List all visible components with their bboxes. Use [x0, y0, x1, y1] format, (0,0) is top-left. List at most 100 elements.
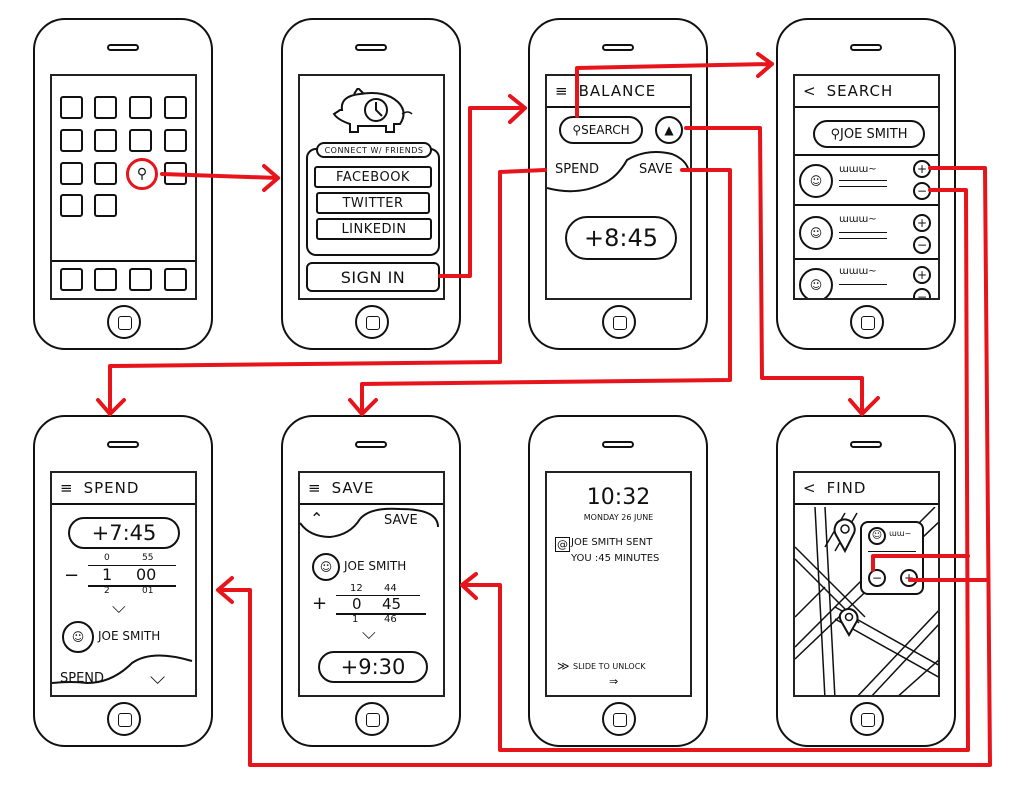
home-button[interactable]	[107, 702, 141, 736]
remove-button[interactable]: −	[913, 236, 931, 254]
app-icon[interactable]	[94, 194, 117, 217]
facebook-button[interactable]: FACEBOOK	[314, 166, 432, 188]
dock-icon[interactable]	[60, 268, 83, 291]
chevron-right-icon: ≫	[557, 659, 570, 673]
calc-input-hours[interactable]: 1	[102, 565, 113, 584]
add-button[interactable]: +	[900, 569, 918, 587]
add-button[interactable]: +	[913, 160, 931, 178]
result-row[interactable]: ☺ ɯɯɯ~ + −	[795, 208, 938, 260]
detail-line	[839, 186, 887, 187]
phone-lock-screen: 10:32 MONDAY 26 JUNE @ JOE SMITH SENT YO…	[528, 415, 708, 747]
search-icon: ⚲	[572, 123, 582, 137]
chevron-down-icon[interactable]: ⌵	[362, 623, 376, 644]
save-tab[interactable]: SAVE	[384, 513, 418, 528]
app-icon[interactable]	[94, 162, 117, 185]
operator: +	[312, 593, 328, 614]
search-query: JOE SMITH	[840, 126, 908, 142]
dock-icon[interactable]	[129, 268, 152, 291]
remove-button[interactable]: −	[868, 569, 886, 587]
home-button[interactable]	[107, 305, 141, 339]
find-header: < FIND	[795, 473, 938, 505]
app-icon[interactable]	[164, 129, 187, 152]
calc-result-hours: 2	[104, 586, 110, 596]
add-button[interactable]: +	[913, 266, 931, 284]
remove-button[interactable]: −	[913, 288, 931, 298]
divider	[336, 595, 420, 596]
compass-icon[interactable]: ▲	[655, 116, 683, 144]
back-icon[interactable]: <	[803, 479, 817, 497]
dock-icon[interactable]	[94, 268, 117, 291]
contact-name: JOE SMITH	[344, 559, 407, 573]
calc-input-hours[interactable]: 0	[352, 595, 362, 613]
notification-line[interactable]: YOU :45 MINUTES	[571, 553, 660, 564]
remove-button[interactable]: −	[913, 182, 931, 200]
linkedin-button[interactable]: LINKEDIN	[316, 218, 432, 240]
avatar: ☺	[799, 216, 833, 250]
chevron-down-icon[interactable]: ⌵	[112, 597, 126, 618]
slide-to-unlock[interactable]: SLIDE TO UNLOCK	[573, 662, 646, 671]
app-icon[interactable]	[129, 96, 152, 119]
app-icon[interactable]	[129, 129, 152, 152]
check-icon[interactable]: ⌵	[150, 665, 166, 689]
phone-login-screen: CONNECT W/ FRIENDS FACEBOOK TWITTER LINK…	[281, 18, 461, 350]
chevron-up-icon[interactable]: ⌃	[310, 509, 324, 528]
save-tab[interactable]: SAVE	[639, 162, 673, 177]
result-name-scribble: ɯɯɯ~	[839, 266, 877, 277]
spend-header: ≡ SPEND	[52, 473, 195, 505]
result-row[interactable]: ☺ ɯɯɯ~ + −	[795, 156, 938, 206]
back-icon[interactable]: <	[803, 82, 817, 100]
app-icon[interactable]	[94, 129, 117, 152]
menu-icon[interactable]: ≡	[555, 82, 569, 100]
spend-screen: ≡ SPEND +7:45 0 55 − 1 00 2 01 ⌵ ☺ JOE S…	[50, 471, 197, 697]
app-icon[interactable]	[164, 96, 187, 119]
connect-friends-label: CONNECT W/ FRIENDS	[316, 142, 432, 158]
avatar: ☺	[799, 268, 833, 298]
home-button[interactable]	[850, 305, 884, 339]
app-icon[interactable]	[94, 96, 117, 119]
app-icon[interactable]	[60, 129, 83, 152]
calc-input-minutes[interactable]: 45	[382, 595, 402, 613]
calc-result-minutes: 46	[384, 614, 397, 625]
app-icon[interactable]	[60, 96, 83, 119]
contact-name-scribble: ɯɯ~	[889, 529, 912, 538]
spend-tab[interactable]: SPEND	[555, 162, 600, 177]
notification-line[interactable]: JOE SMITH SENT	[571, 537, 653, 548]
home-button[interactable]	[602, 305, 636, 339]
menu-icon[interactable]: ≡	[308, 479, 322, 497]
search-button[interactable]: ⚲SEARCH	[559, 116, 643, 144]
avatar: ☺	[62, 621, 94, 653]
home-button[interactable]	[850, 702, 884, 736]
page-title: SPEND	[83, 479, 140, 497]
phone-spend-screen: ≡ SPEND +7:45 0 55 − 1 00 2 01 ⌵ ☺ JOE S…	[33, 415, 213, 747]
lock-time: 10:32	[586, 485, 651, 510]
menu-icon[interactable]: ≡	[60, 479, 74, 497]
detail-line	[839, 284, 887, 285]
search-app-icon[interactable]: ⚲	[126, 158, 158, 190]
phone-save-screen: ≡ SAVE ⌃ SAVE ☺ JOE SMITH 12 44 + 0 45 1…	[281, 415, 461, 747]
dock-icon[interactable]	[164, 268, 187, 291]
spend-confirm-tab[interactable]: SPEND	[60, 671, 105, 686]
calc-input-minutes[interactable]: 00	[136, 565, 157, 584]
home-button[interactable]	[355, 305, 389, 339]
app-icon[interactable]	[60, 162, 83, 185]
speaker	[107, 441, 139, 448]
calc-top-minutes: 44	[384, 583, 397, 594]
app-icon[interactable]	[164, 162, 187, 185]
home-button[interactable]	[355, 702, 389, 736]
home-screen: ⚲	[50, 74, 197, 300]
save-screen: ≡ SAVE ⌃ SAVE ☺ JOE SMITH 12 44 + 0 45 1…	[298, 471, 445, 697]
add-button[interactable]: +	[913, 214, 931, 232]
connect-friends-panel: CONNECT W/ FRIENDS FACEBOOK TWITTER LINK…	[306, 142, 440, 256]
arrow-right-icon[interactable]: ⇒	[609, 675, 619, 688]
speaker	[602, 44, 634, 51]
balance-header: ≡ BALANCE	[547, 76, 690, 108]
search-input[interactable]: ⚲ JOE SMITH	[813, 120, 925, 148]
twitter-button[interactable]: TWITTER	[316, 192, 430, 214]
app-icon[interactable]	[60, 194, 83, 217]
sign-in-button[interactable]: SIGN IN	[306, 262, 440, 292]
contact-popup: ☺ ɯɯ~ − +	[860, 521, 924, 595]
speaker	[355, 441, 387, 448]
speaker	[602, 441, 634, 448]
home-button[interactable]	[602, 702, 636, 736]
result-row[interactable]: ☺ ɯɯɯ~ + −	[795, 262, 938, 298]
